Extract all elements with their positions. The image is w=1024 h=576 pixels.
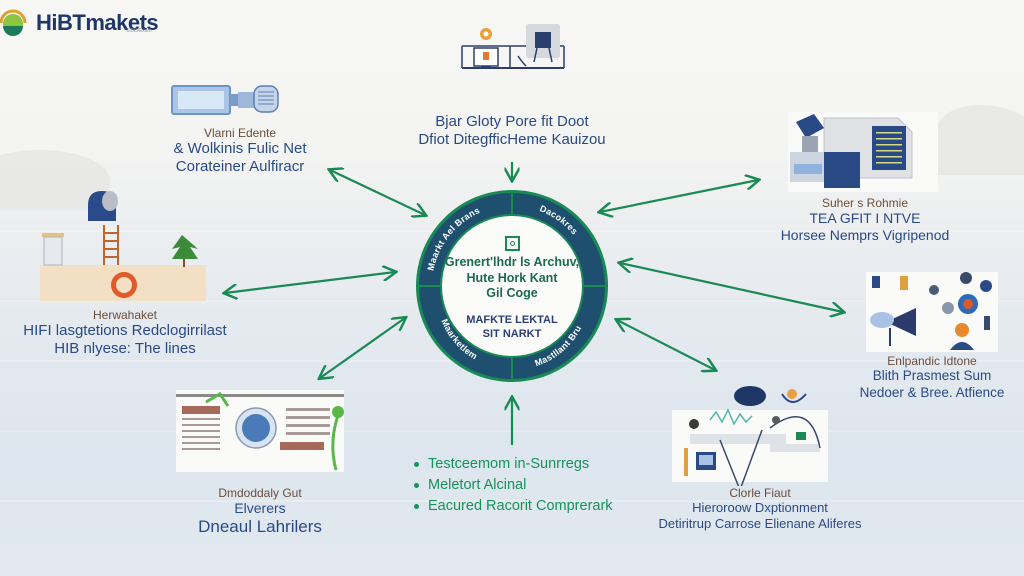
caption-line: Blith Prasmest Sum <box>872 368 992 384</box>
brand-name: HiBTmakets <box>36 10 159 35</box>
server-connector-icon <box>171 85 279 115</box>
logo-mark-icon <box>0 8 28 38</box>
arrow-mid-left <box>225 272 395 293</box>
caption-line: Dfiot DitegfficHeme Kauizou <box>418 131 606 148</box>
node-top-left-caption: Vlarni Edente & Wolkinis Fulic Net Corat… <box>120 126 360 176</box>
ladder-climb-icon <box>40 191 206 301</box>
caption-line: Hieroroow Dxptionment <box>692 500 828 516</box>
workstation-icon <box>461 24 565 69</box>
caption-line: HIB nlyese: The lines <box>54 340 196 358</box>
caption-line: Nedoer & Bree. Atfience <box>859 384 1005 400</box>
hub-title-line: Grenert'lhdr ls Archuv, <box>444 255 580 269</box>
bullet-icon <box>414 482 419 488</box>
arrow-top-right <box>600 180 758 212</box>
list-item: Testceemom in-Sunrregs <box>414 454 613 475</box>
node-bottom-right-caption: Clorle Fiaut Hieroroow Dxptionment Detir… <box>640 486 880 532</box>
caption-line: Vlarni Edente <box>203 126 277 140</box>
globe-report-icon <box>176 392 344 471</box>
scanner-document-icon <box>790 114 913 188</box>
caption-line: Corateiner Aulfiracr <box>175 158 305 176</box>
arrow-bottom-left <box>320 318 405 378</box>
caption-line: Detiritrup Carrose Elienane Aliferes <box>658 515 862 531</box>
caption-line: Suher s Rohmie <box>821 196 909 210</box>
feature-list: Testceemom in-Sunrregs Meletort Alcinal … <box>414 454 613 517</box>
list-item: Meletort Alcinal <box>414 475 613 496</box>
node-mid-left[interactable] <box>38 185 210 303</box>
arrow-top-left <box>330 170 425 215</box>
hub-subtitle-line: SIT NARKT <box>482 327 542 340</box>
caption-line: Horsee Nemprs Vigripenod <box>780 227 950 244</box>
node-mid-right-caption: Enlpandic Idtone Blith Prasmest Sum Nedo… <box>840 354 1024 401</box>
list-item-text: Eacured Racorit Comprerark <box>428 498 613 514</box>
network-people-icon <box>870 272 992 350</box>
caption-line: Clorle Fiaut <box>729 486 791 500</box>
list-item: Eacured Racorit Comprerark <box>414 496 613 517</box>
caption-line: Elverers <box>234 500 286 517</box>
caption-line: TEA GFIT I NTVE <box>809 210 921 227</box>
node-top-right-caption: Suher s Rohmie TEA GFIT I NTVE Horsee Ne… <box>750 196 980 244</box>
hub-title-line: Gil Coge <box>486 286 538 301</box>
list-item-text: Testceemom in-Sunrregs <box>428 456 590 472</box>
hub-center: Grenert'lhdr ls Archuv, Hute Hork Kant G… <box>432 236 592 341</box>
hub-title-line: Hute Hork Kant <box>466 270 558 285</box>
arrow-bottom-right <box>617 320 715 370</box>
caption-line: & Wolkinis Fulic Net <box>173 140 307 158</box>
bullet-icon <box>414 461 419 467</box>
hub-subtitle-line: MAFKTE LEKTAL <box>466 313 558 326</box>
node-mid-left-caption: Herwahaket HIFI lasgtetions Redclogirril… <box>0 308 250 358</box>
brand-tagline: EDD/Exam <box>127 28 152 34</box>
hub-ring[interactable]: Maarkt Ael Brans Dacokres Maarketlem Mas… <box>412 186 612 386</box>
node-top-left[interactable] <box>170 82 285 120</box>
caption-line: Dmdoddaly Gut <box>218 486 302 500</box>
node-mid-right[interactable] <box>866 272 998 352</box>
caption-line: HIFI lasgtetions Redclogirrilast <box>23 322 227 340</box>
document-icon <box>504 236 520 251</box>
arrow-mid-right <box>620 263 843 312</box>
list-item-text: Meletort Alcinal <box>428 477 527 493</box>
node-bottom-left-caption: Dmdoddaly Gut Elverers Dneaul Lahrilers <box>150 486 370 538</box>
caption-line: Enlpandic Idtone <box>887 354 977 368</box>
background-hill-right <box>935 105 1024 175</box>
node-bottom-left[interactable] <box>176 390 344 472</box>
brand-logo[interactable]: HiBTmakets <box>0 8 159 38</box>
node-top-right[interactable] <box>788 112 938 192</box>
caption-line: Dneaul Lahrilers <box>198 517 322 537</box>
water-wave <box>0 500 1024 502</box>
waveform-machine-icon <box>684 386 821 486</box>
node-top-center-caption: Bjar Gloty Pore fit Doot Dfiot Ditegffic… <box>380 113 644 149</box>
caption-line: Bjar Gloty Pore fit Doot <box>435 113 589 130</box>
bullet-icon <box>414 503 419 509</box>
node-top-center[interactable] <box>440 22 590 94</box>
caption-line: Herwahaket <box>92 308 158 322</box>
